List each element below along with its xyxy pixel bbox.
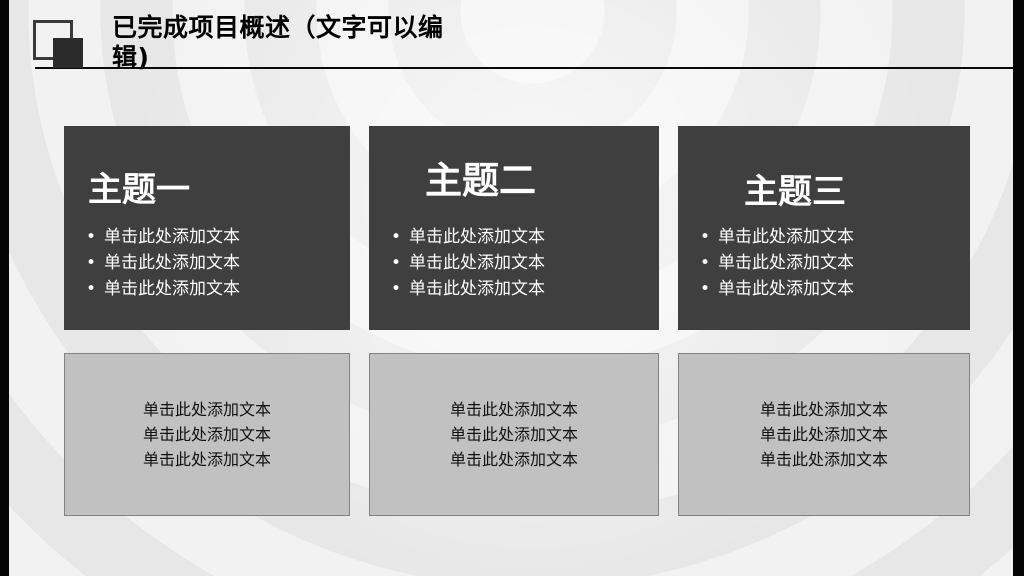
- bullet-item[interactable]: • 单击此处添加文本: [700, 250, 956, 276]
- bullet-list-3: • 单击此处添加文本 • 单击此处添加文本 • 单击此处添加文本: [700, 224, 956, 302]
- bullet-text: 单击此处添加文本: [409, 227, 546, 247]
- bullet-marker: •: [700, 253, 711, 273]
- text-box-3[interactable]: 单击此处添加文本 单击此处添加文本 单击此处添加文本: [678, 353, 970, 516]
- title-underline: [35, 67, 1014, 69]
- bullet-item[interactable]: • 单击此处添加文本: [700, 276, 956, 302]
- topic-title-3[interactable]: 主题三: [744, 172, 846, 212]
- text-box-2[interactable]: 单击此处添加文本 单击此处添加文本 单击此处添加文本: [369, 353, 659, 516]
- topic-title-2[interactable]: 主题二: [425, 159, 536, 202]
- column-2: 主题二 • 单击此处添加文本 • 单击此处添加文本 • 单击此处添加文本 单击此处添加…: [369, 126, 659, 516]
- bullet-marker: •: [700, 279, 711, 299]
- bullet-marker: •: [391, 253, 402, 273]
- bullet-item[interactable]: • 单击此处添加文本: [86, 250, 336, 276]
- page-title[interactable]: 已完成项目概述（文字可以编辑): [112, 13, 444, 72]
- box-text-line: 单击此处添加文本: [449, 425, 578, 444]
- box-text-line: 单击此处添加文本: [449, 400, 578, 419]
- bullet-item[interactable]: • 单击此处添加文本: [391, 224, 645, 250]
- bullet-text: 单击此处添加文本: [718, 279, 855, 299]
- bullet-text: 单击此处添加文本: [718, 253, 855, 273]
- bullet-text: 单击此处添加文本: [718, 227, 855, 247]
- bullet-item[interactable]: • 单击此处添加文本: [391, 276, 645, 302]
- bullet-marker: •: [86, 253, 97, 273]
- bullet-list-2: • 单击此处添加文本 • 单击此处添加文本 • 单击此处添加文本: [391, 224, 645, 302]
- bullet-marker: •: [86, 279, 97, 299]
- filled-square-decoration: [53, 38, 83, 68]
- bullet-marker: •: [391, 227, 402, 247]
- bullet-item[interactable]: • 单击此处添加文本: [700, 224, 956, 250]
- box-text-line: 单击此处添加文本: [759, 425, 888, 444]
- box-text-line: 单击此处添加文本: [759, 400, 888, 419]
- bullet-marker: •: [86, 227, 97, 247]
- bullet-list-1: • 单击此处添加文本 • 单击此处添加文本 • 单击此处添加文本: [86, 224, 336, 302]
- bullet-text: 单击此处添加文本: [409, 253, 546, 273]
- topic-title-1[interactable]: 主题一: [88, 170, 190, 210]
- left-edge-bar: [0, 0, 9, 576]
- bullet-text: 单击此处添加文本: [104, 279, 241, 299]
- column-3: 主题三 • 单击此处添加文本 • 单击此处添加文本 • 单击此处添加文本 单击此处添加…: [678, 126, 970, 516]
- box-text-line: 单击此处添加文本: [759, 450, 888, 469]
- box-text-line: 单击此处添加文本: [142, 400, 271, 419]
- topic-card-1[interactable]: 主题一 • 单击此处添加文本 • 单击此处添加文本 • 单击此处添加文本: [64, 126, 350, 330]
- box-text-line: 单击此处添加文本: [449, 450, 578, 469]
- bullet-item[interactable]: • 单击此处添加文本: [86, 276, 336, 302]
- bullet-item[interactable]: • 单击此处添加文本: [391, 250, 645, 276]
- bullet-marker: •: [391, 279, 402, 299]
- column-1: 主题一 • 单击此处添加文本 • 单击此处添加文本 • 单击此处添加文本 单击此处添加…: [64, 126, 350, 516]
- bullet-item[interactable]: • 单击此处添加文本: [86, 224, 336, 250]
- box-text-line: 单击此处添加文本: [142, 425, 271, 444]
- topic-card-2[interactable]: 主题二 • 单击此处添加文本 • 单击此处添加文本 • 单击此处添加文本: [369, 126, 659, 330]
- bullet-text: 单击此处添加文本: [104, 253, 241, 273]
- bullet-text: 单击此处添加文本: [409, 279, 546, 299]
- right-edge-bar: [1013, 0, 1024, 576]
- box-text-line: 单击此处添加文本: [142, 450, 271, 469]
- content-grid: 主题一 • 单击此处添加文本 • 单击此处添加文本 • 单击此处添加文本 单击此处添加…: [64, 126, 970, 516]
- bullet-text: 单击此处添加文本: [104, 227, 241, 247]
- text-box-1[interactable]: 单击此处添加文本 单击此处添加文本 单击此处添加文本: [64, 353, 350, 516]
- bullet-marker: •: [700, 227, 711, 247]
- topic-card-3[interactable]: 主题三 • 单击此处添加文本 • 单击此处添加文本 • 单击此处添加文本: [678, 126, 970, 330]
